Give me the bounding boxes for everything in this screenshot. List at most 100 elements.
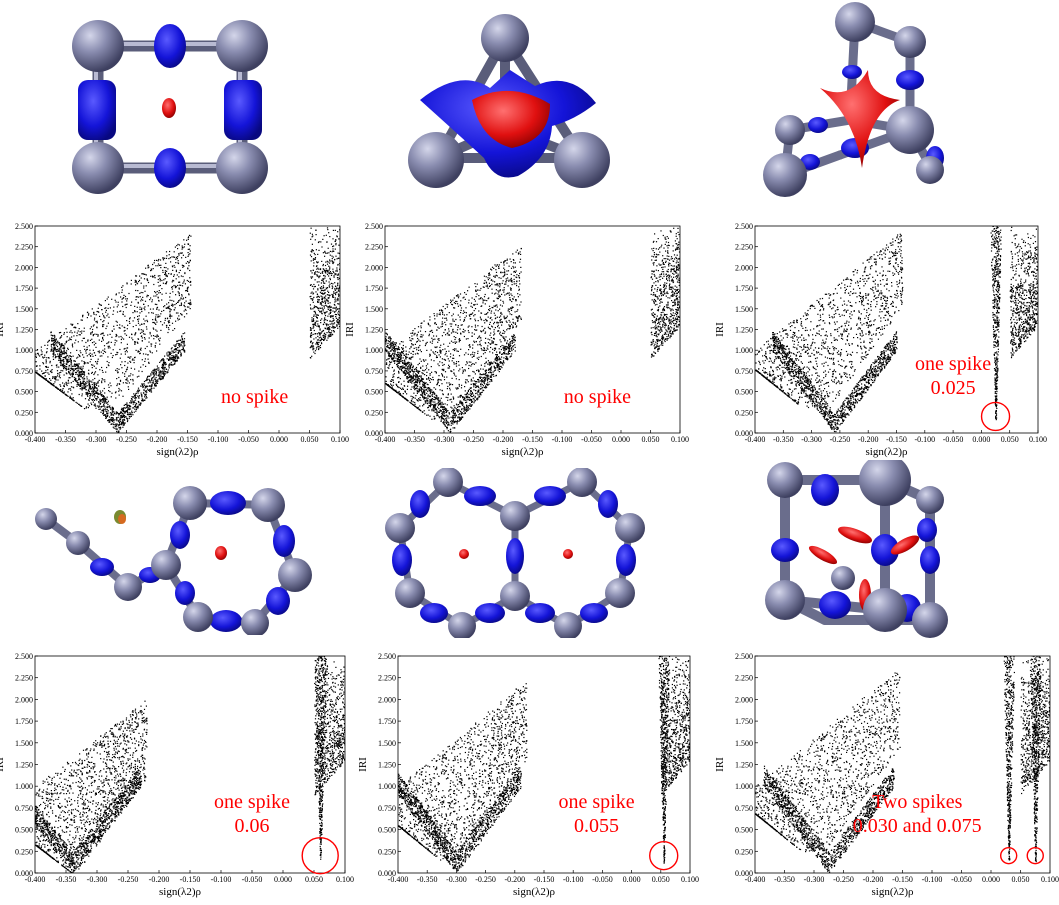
annotation-text: Two spikes: [872, 791, 962, 813]
y-tick-label: 1.750: [735, 284, 753, 293]
y-tick-label: 2.500: [365, 222, 383, 231]
y-tick-label: 2.500: [378, 652, 396, 661]
x-tick-label: -0.050: [951, 875, 972, 884]
y-tick-label: 1.000: [15, 346, 33, 355]
x-tick-label: -0.250: [830, 435, 851, 444]
x-tick-label: 0.000: [270, 435, 288, 444]
y-tick-label: 2.250: [15, 674, 33, 683]
x-tick-label: 0.100: [336, 875, 354, 884]
y-tick-label: 2.500: [735, 222, 753, 231]
y-tick-label: 0.250: [15, 847, 33, 856]
spike-highlight-circle: [649, 840, 679, 871]
x-tick-label: -0.350: [55, 435, 76, 444]
y-tick-label: 1.250: [735, 761, 753, 770]
chart-panel-5: -0.400-0.350-0.300-0.250-0.200-0.150-0.1…: [350, 648, 700, 905]
y-tick-label: 1.000: [378, 782, 396, 791]
x-tick-label: -0.150: [886, 435, 907, 444]
y-tick-label: 1.500: [15, 305, 33, 314]
x-tick-label: -0.100: [563, 875, 584, 884]
y-tick-label: 2.000: [15, 263, 33, 272]
x-tick-label: -0.400: [25, 875, 46, 884]
annotation-text: 0.025: [931, 377, 976, 399]
x-tick-label: -0.300: [446, 875, 467, 884]
y-tick-label: 2.000: [365, 263, 383, 272]
x-tick-label: 0.050: [652, 875, 670, 884]
y-tick-label: 0.000: [15, 869, 33, 878]
x-tick-label: 0.100: [671, 435, 689, 444]
chart-svg-5: -0.400-0.350-0.300-0.250-0.200-0.150-0.1…: [357, 652, 699, 898]
x-axis-label: sign(λ2)ρ: [513, 886, 555, 898]
x-tick-label: -0.250: [475, 875, 496, 884]
x-tick-label: 0.050: [1001, 435, 1019, 444]
y-tick-label: 1.500: [735, 305, 753, 314]
y-tick-label: 0.750: [15, 804, 33, 813]
y-tick-label: 0.000: [15, 429, 33, 438]
y-tick-label: 0.000: [735, 429, 753, 438]
y-tick-label: 1.750: [15, 284, 33, 293]
molecule-cube-graphic: [765, 460, 948, 638]
x-tick-label: 0.100: [331, 435, 349, 444]
y-tick-label: 1.500: [735, 739, 753, 748]
x-tick-label: -0.250: [118, 875, 139, 884]
y-tick-label: 1.250: [15, 326, 33, 335]
x-tick-label: 0.000: [982, 875, 1000, 884]
x-tick-label: -0.200: [858, 435, 879, 444]
y-tick-label: 2.000: [735, 695, 753, 704]
x-tick-label: -0.400: [745, 435, 766, 444]
x-tick-label: 0.050: [301, 435, 319, 444]
x-tick-label: -0.400: [25, 435, 46, 444]
spike-highlight-circle: [980, 401, 1011, 432]
spike-highlight-circle: [1000, 846, 1018, 865]
x-tick-label: -0.050: [943, 435, 964, 444]
plot-frame: [34, 225, 341, 434]
x-axis-label: sign(λ2)ρ: [872, 886, 914, 898]
x-tick-label: 0.050: [1012, 875, 1030, 884]
scatter-points: [755, 226, 1038, 433]
x-tick-label: 0.000: [972, 435, 990, 444]
y-tick-label: 2.000: [15, 695, 33, 704]
y-tick-label: 1.500: [365, 305, 383, 314]
plot-frame: [384, 225, 681, 434]
y-axis-label: IRI: [714, 757, 726, 772]
y-tick-label: 0.500: [15, 826, 33, 835]
x-tick-label: -0.050: [242, 875, 263, 884]
y-axis-label: IRI: [0, 757, 6, 772]
chart-panel-1: -0.400-0.350-0.300-0.250-0.200-0.150-0.1…: [0, 218, 350, 468]
molecule-chain-ring: [30, 475, 330, 635]
y-tick-label: 0.250: [735, 847, 753, 856]
y-tick-label: 2.000: [378, 695, 396, 704]
chart-svg-3: -0.400-0.350-0.300-0.250-0.200-0.150-0.1…: [714, 222, 1047, 458]
y-axis-label: IRI: [357, 757, 369, 772]
x-tick-label: 0.050: [305, 875, 323, 884]
x-tick-label: 0.000: [274, 875, 292, 884]
x-tick-label: -0.150: [177, 435, 198, 444]
molecule-cube: [755, 460, 955, 640]
y-tick-label: 1.250: [15, 761, 33, 770]
y-tick-label: 1.750: [15, 717, 33, 726]
y-tick-label: 0.250: [15, 408, 33, 417]
y-tick-label: 2.500: [15, 652, 33, 661]
scatter-points: [398, 656, 690, 872]
y-axis-label: IRI: [714, 322, 726, 337]
x-tick-label: -0.350: [404, 435, 425, 444]
annotation-text: 0.06: [235, 815, 270, 837]
x-tick-label: -0.300: [801, 435, 822, 444]
y-tick-label: 2.500: [15, 222, 33, 231]
molecule-square-ring: [60, 8, 280, 203]
chart-panel-6: -0.400-0.350-0.300-0.250-0.200-0.150-0.1…: [705, 648, 1059, 905]
molecule-cage: [750, 0, 970, 200]
chart-panel-4: -0.400-0.350-0.300-0.250-0.200-0.150-0.1…: [0, 648, 354, 905]
chart-svg-6: -0.400-0.350-0.300-0.250-0.200-0.150-0.1…: [714, 652, 1059, 898]
x-tick-label: -0.400: [375, 435, 396, 444]
x-tick-label: -0.150: [180, 875, 201, 884]
y-tick-label: 0.750: [735, 804, 753, 813]
chart-svg-1: -0.400-0.350-0.300-0.250-0.200-0.150-0.1…: [0, 222, 349, 458]
y-tick-label: 0.500: [365, 388, 383, 397]
spike-highlight-circle: [301, 836, 339, 875]
y-tick-label: 0.250: [365, 408, 383, 417]
y-tick-label: 1.000: [365, 346, 383, 355]
y-tick-label: 0.750: [365, 367, 383, 376]
x-tick-label: -0.200: [863, 875, 884, 884]
y-tick-label: 0.500: [15, 388, 33, 397]
x-tick-label: -0.300: [804, 875, 825, 884]
